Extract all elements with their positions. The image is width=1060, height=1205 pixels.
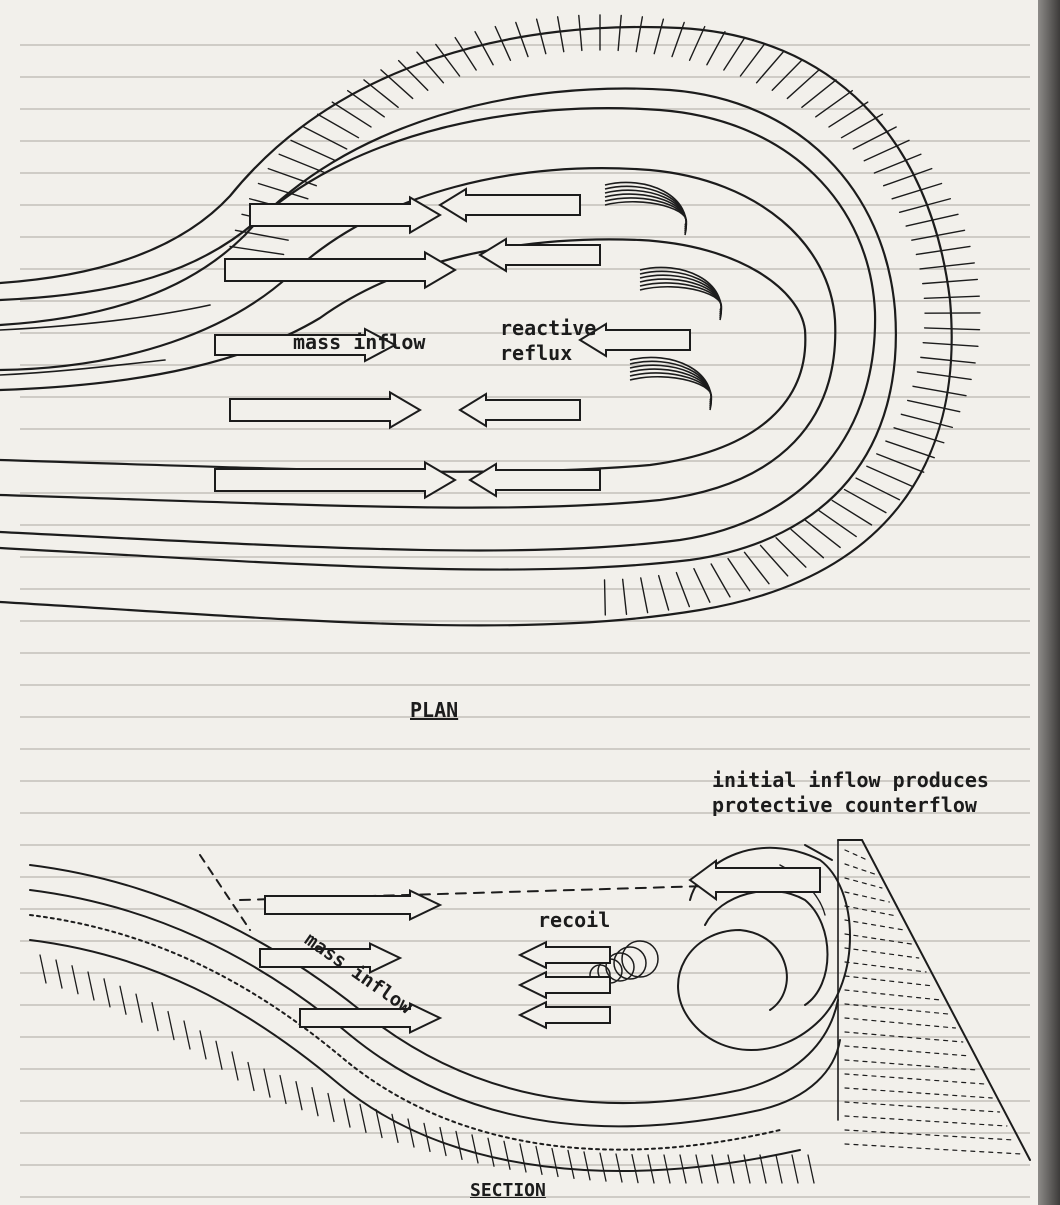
section-ground-hatch — [520, 1144, 526, 1172]
section-ground-hatch — [712, 1155, 718, 1183]
section-wall-hatch — [845, 1116, 1007, 1126]
page-edge-shadow — [1038, 0, 1060, 1205]
section-ground-hatch — [344, 1099, 350, 1127]
section-wall-hatch — [845, 892, 889, 902]
section-ground-hatch — [216, 1041, 222, 1069]
section-ground-hatch — [136, 994, 142, 1022]
section-ground-hatch — [616, 1154, 622, 1182]
section-wall-hatch — [845, 990, 941, 1000]
section-heading: SECTION — [470, 1182, 546, 1201]
section-ground-hatch — [456, 1131, 462, 1159]
section-ground-hatch — [120, 986, 126, 1014]
section-recoil-arrow — [520, 972, 610, 998]
section-wall-hatch — [845, 864, 875, 874]
section-wall-hatch — [845, 920, 904, 930]
section-wall-hatch — [845, 1102, 1000, 1112]
section-ground-hatch — [56, 960, 62, 988]
section-wall-hatch — [845, 1018, 955, 1028]
section-wall-hatch — [845, 1046, 970, 1056]
label-mass-inflow-plan: mass inflow — [293, 332, 425, 353]
plan-heading: PLAN — [410, 700, 458, 721]
section-ground-hatch — [408, 1119, 414, 1147]
section-ground-hatch — [392, 1114, 398, 1142]
section-ground-hatch — [296, 1082, 302, 1110]
section-ground-hatch — [632, 1155, 638, 1183]
section-wall-hatch — [845, 962, 926, 972]
section-wall-hatch — [845, 906, 897, 916]
section-ground-hatch — [40, 955, 46, 983]
section-ground-hatch — [328, 1093, 334, 1121]
section-ground-hatch — [584, 1152, 590, 1180]
label-recoil: recoil — [538, 910, 610, 931]
section-wall-hatch — [845, 1004, 948, 1014]
section-recoil-arrow — [520, 942, 610, 968]
section-ground-hatch — [648, 1155, 654, 1183]
section-ground-hatch — [184, 1021, 190, 1049]
section-ground-hatch — [104, 979, 110, 1007]
section-wall-hatch — [845, 878, 882, 888]
label-protective-counterflow: protective counterflow — [712, 795, 977, 816]
section-wall-hatch — [845, 1088, 992, 1098]
section-wall-hatch — [845, 1032, 963, 1042]
section-ground-hatch — [792, 1155, 798, 1183]
section-ground-hatch — [760, 1155, 766, 1183]
section-inflow-arrow — [300, 1004, 440, 1033]
label-reactive: reactive — [500, 318, 596, 339]
section-ground-hatch — [696, 1155, 702, 1183]
section-wall — [838, 840, 1030, 1160]
section-inflow-arrow — [265, 891, 440, 920]
section-ground-hatch — [168, 1012, 174, 1040]
section-wall-hatch — [845, 1074, 985, 1084]
section-ground-hatch — [504, 1141, 510, 1169]
section-ground-hatch — [248, 1063, 254, 1091]
section-ground-hatch — [88, 972, 94, 1000]
label-initial-inflow: initial inflow produces — [712, 770, 989, 791]
section-wall-hatch — [845, 1060, 978, 1070]
section-ground-hatch — [568, 1150, 574, 1178]
section-ground-hatch — [72, 966, 78, 994]
section-ground-hatch — [776, 1155, 782, 1183]
section-ground-hatch — [600, 1153, 606, 1181]
section-recoil-arrow — [520, 1002, 610, 1028]
section-ground-hatch — [280, 1075, 286, 1103]
section-ground-hatch — [552, 1149, 558, 1177]
section-ground-hatch — [232, 1052, 238, 1080]
section-ground-hatch — [360, 1104, 366, 1132]
section-ground-hatch — [200, 1031, 206, 1059]
section-wall-hatch — [845, 948, 919, 958]
section-wall-hatch — [845, 976, 933, 986]
label-reflux: reflux — [500, 343, 572, 364]
section-wall-hatch — [845, 1144, 1022, 1154]
section-ground-hatch — [536, 1146, 542, 1174]
section-recoil-swirl — [622, 941, 658, 977]
section-ground-hatch — [728, 1155, 734, 1183]
section-wall-hatch — [845, 1130, 1014, 1140]
section-ground-hatch — [472, 1135, 478, 1163]
section-ground-hatch — [808, 1155, 814, 1183]
section-counterflow-arrow — [690, 861, 820, 899]
section-wall-hatch — [845, 850, 867, 860]
section-ground-hatch — [152, 1003, 158, 1031]
section-water-line — [200, 855, 250, 930]
section-ground-hatch — [488, 1138, 494, 1166]
section-ground-hatch — [264, 1069, 270, 1097]
section-ground-hatch — [312, 1088, 318, 1116]
section-wall-hatch — [845, 934, 911, 944]
